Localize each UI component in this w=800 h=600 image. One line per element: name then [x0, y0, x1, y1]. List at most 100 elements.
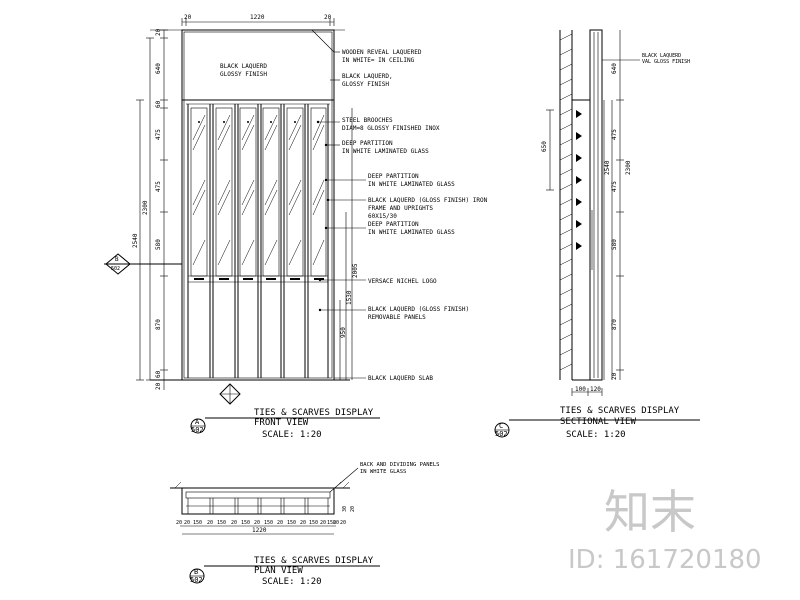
sect-dim-right-1: 475 — [611, 129, 618, 140]
callout-5-line-0: BLACK LAQUERD (GLOSS FINISH) IRON — [368, 197, 488, 204]
dim-left-2: 60 — [155, 100, 162, 108]
dim-left-8: 20 — [155, 382, 162, 390]
sect-ref-sheet: 502 — [495, 430, 508, 438]
callout-5-line-2: 60X15/30 — [368, 213, 397, 220]
callout-6-line-0: DEEP PARTITION — [368, 221, 419, 228]
left-dimension-chain — [136, 29, 168, 390]
plan-dim-side2: 20 — [350, 506, 356, 512]
front-subtitle: FRONT VIEW — [254, 418, 309, 428]
sect-dim-right-2: 475 — [611, 181, 618, 192]
plan-dividers — [187, 498, 329, 514]
section-marker-bottom — [219, 383, 241, 405]
section-marker-sheet: 502 — [111, 266, 120, 272]
callout-3-line-0: DEEP PARTITION — [342, 140, 393, 147]
plan-title: TIES & SCARVES DISPLAY — [254, 556, 374, 566]
sect-dim-left: 650 — [541, 141, 548, 152]
callout-3-line-1: IN WHITE LAMINATED GLASS — [342, 148, 429, 155]
callout-1-line-1: GLOSSY FINISH — [342, 81, 389, 88]
dim-left-1: 640 — [155, 63, 162, 74]
plan-callout-1: IN WHITE GLASS — [360, 469, 406, 475]
callout-8-line-0: BLACK LAQUERD (GLOSS FINISH) — [368, 306, 469, 313]
sect-title: TIES & SCARVES DISPLAY — [560, 406, 680, 416]
uprights — [187, 104, 329, 378]
sect-scale: SCALE: 1:20 — [566, 430, 626, 440]
callout-7-line-0: VERSACE NICHEL LOGO — [368, 278, 437, 285]
dim-top-left: 20 — [184, 14, 192, 21]
panel-label-2: GLOSSY FINISH — [220, 71, 267, 78]
right-inner-dims — [339, 108, 353, 380]
front-scale: SCALE: 1:20 — [262, 430, 322, 440]
plan-dim-5: 20 — [231, 520, 237, 526]
dim-left-4: 475 — [155, 181, 162, 192]
callout-2-line-1: DIAM=8 GLOSSY FINISHED INOX — [342, 125, 440, 132]
dim-left-3: 475 — [155, 129, 162, 140]
plan-dim-0: 20 — [176, 520, 182, 526]
callouts: WOODEN REVEAL LAQUERED IN WHITE= IN CEIL… — [342, 49, 488, 382]
plan-callout-0: BACK AND DIVIDING PANELS — [360, 462, 439, 468]
front-ref-sheet: 502 — [191, 426, 204, 434]
top-dimension — [181, 18, 335, 26]
dim-total-left: 2300 — [142, 200, 149, 215]
plan-ref-letter: B — [194, 568, 198, 576]
sect-ref-letter: C — [499, 422, 503, 430]
sectional-view: 640 475 475 580 870 20 2540 2300 650 100… — [494, 29, 700, 440]
callout-5-line-1: FRAME AND UPRIGHTS — [368, 205, 433, 212]
plan-view: BACK AND DIVIDING PANELS IN WHITE GLASS … — [170, 462, 439, 587]
front-title: TIES & SCARVES DISPLAY — [254, 408, 374, 418]
callout-9-line-0: BLACK LAQUERD SLAB — [368, 375, 433, 382]
plan-dim-8: 150 — [264, 520, 273, 526]
callout-6-line-1: IN WHITE LAMINATED GLASS — [368, 229, 455, 236]
sect-dim-right-4: 870 — [611, 319, 618, 330]
front-view-title-block: A 502 TIES & SCARVES DISPLAY FRONT VIEW … — [190, 408, 380, 440]
plan-dim-13: 20 — [320, 520, 326, 526]
plan-dim-3: 20 — [207, 520, 213, 526]
watermark: 知末 ID: 161720180 — [568, 485, 762, 575]
sect-dim-right-0: 640 — [611, 63, 618, 74]
callout-8-line-1: REMOVABLE PANELS — [368, 314, 426, 321]
plan-dim-14: 150 — [327, 520, 336, 526]
dim-left-5: 580 — [155, 239, 162, 250]
brackets — [576, 110, 582, 250]
dim-top-width: 1220 — [250, 14, 265, 21]
plan-dim-15: 20 — [333, 520, 339, 526]
plan-dim-9: 20 — [277, 520, 283, 526]
callout-0-line-0: WOODEN REVEAL LAQUERED — [342, 49, 422, 56]
callout-4-line-1: IN WHITE LAMINATED GLASS — [368, 181, 455, 188]
wall-hatch — [559, 33, 573, 371]
sect-subtitle: SECTIONAL VIEW — [560, 417, 636, 427]
sect-dim-bottom-1: 120 — [590, 386, 601, 393]
plan-dim-4: 150 — [217, 520, 226, 526]
plan-dim-side: 30 — [342, 506, 348, 512]
plan-dim-11: 20 — [300, 520, 306, 526]
sect-dim-right-5: 20 — [611, 372, 618, 380]
dim-top-right: 20 — [324, 14, 332, 21]
dim-left-0: 20 — [155, 28, 162, 36]
sect-dim-bottom-0: 100 — [575, 386, 586, 393]
dim-inner-right-0: 2005 — [352, 263, 359, 278]
callout-1-line-0: BLACK LAQUERD, — [342, 73, 393, 80]
plan-dim-1: 20 — [184, 520, 190, 526]
dim-left-6: 870 — [155, 319, 162, 330]
plan-dim-10: 150 — [287, 520, 296, 526]
section-marker-letter: B — [115, 256, 119, 263]
dim-inner-right-2: 950 — [340, 327, 347, 338]
plan-ref-sheet: 502 — [190, 576, 203, 584]
callout-0-line-1: IN WHITE= IN CEILING — [342, 57, 415, 64]
callout-2-line-0: STEEL BROOCHES — [342, 117, 393, 124]
dim-total-left2: 2540 — [132, 233, 139, 248]
watermark-logo: 知末 — [604, 485, 696, 539]
plan-dim-7: 20 — [254, 520, 260, 526]
plan-scale: SCALE: 1:20 — [262, 577, 322, 587]
plan-dim-width: 1220 — [252, 527, 267, 534]
leaders — [318, 51, 366, 379]
panel-label-1: BLACK LAQUERD — [220, 63, 267, 70]
plan-dim-6: 150 — [241, 520, 250, 526]
sect-dim-right-3: 580 — [611, 239, 618, 250]
callout-4-line-0: DEEP PARTITION — [368, 173, 419, 180]
sect-callout-1: VAL GLOSS FINISH — [642, 59, 690, 65]
plan-dim-chain: 20 20 150 20 150 20 150 20 150 20 150 20… — [176, 520, 346, 526]
section-marker-b: B 502 — [104, 253, 182, 275]
dim-inner-right-1: 1530 — [346, 290, 353, 305]
plan-title-block: B 502 TIES & SCARVES DISPLAY PLAN VIEW S… — [189, 556, 380, 587]
watermark-id: ID: 161720180 — [568, 545, 762, 575]
